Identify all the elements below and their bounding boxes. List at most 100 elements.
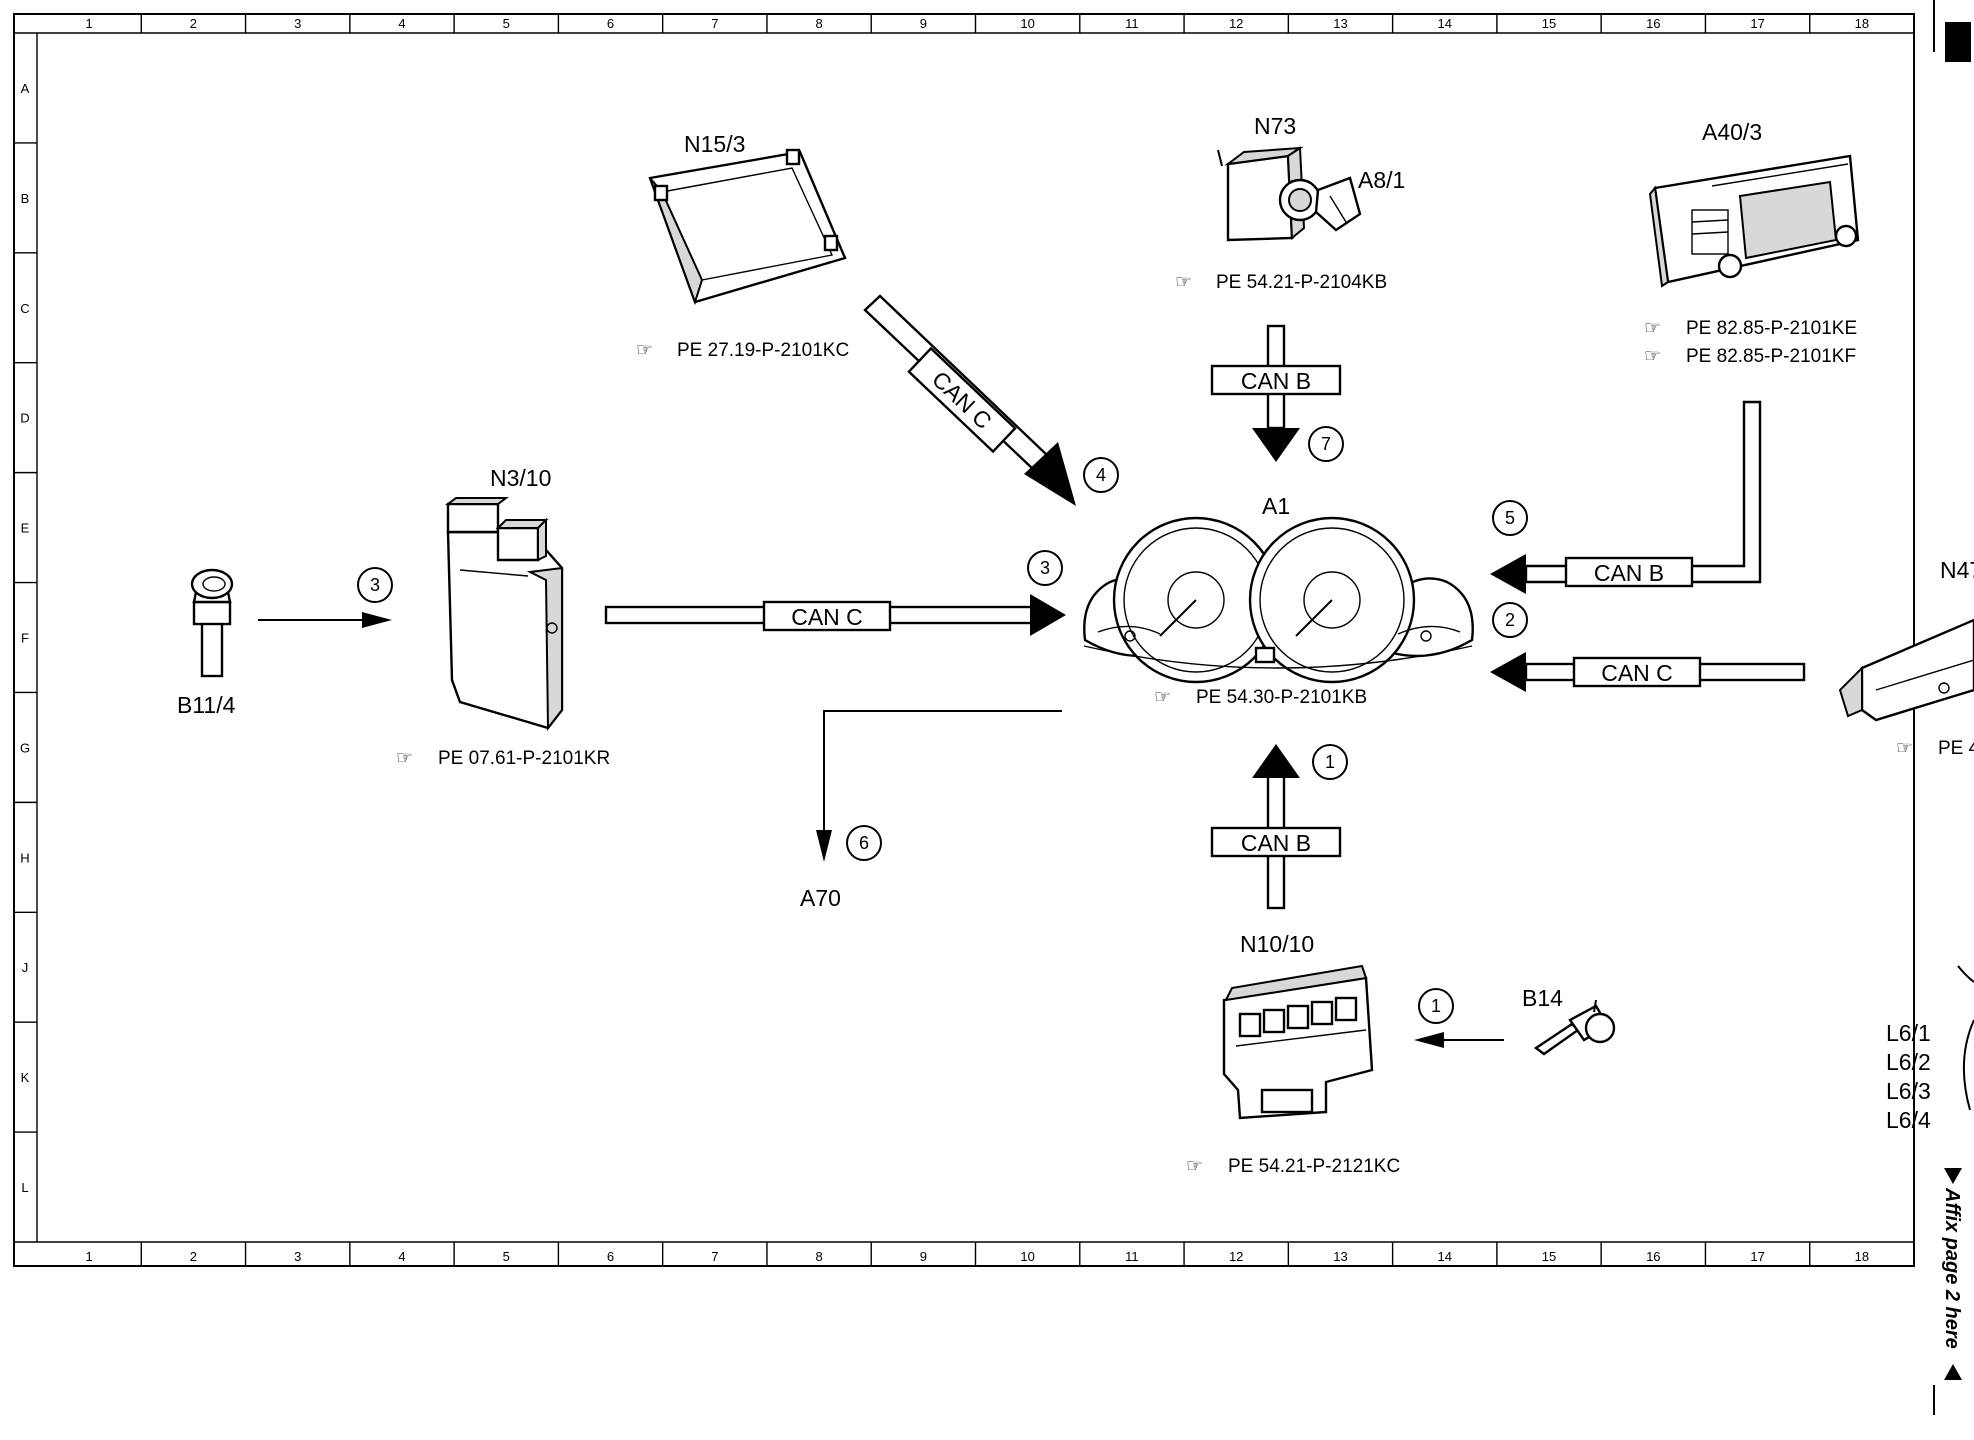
a1-ref-text: PE 54.30-P-2101KB	[1196, 687, 1367, 708]
marker-2-text: 2	[1505, 610, 1515, 630]
n73-label: N73	[1254, 113, 1296, 139]
arrow-head-icon	[362, 612, 392, 628]
grid-row-label: H	[20, 850, 29, 865]
grid-column-label-top: 17	[1750, 16, 1764, 31]
signal-a1-to-a70: A70	[800, 710, 1062, 911]
a40-3-ref1-text: PE 82.85-P-2101KE	[1686, 318, 1857, 339]
bus-can-b-n10-10: CAN B	[1210, 744, 1342, 910]
signal-b11-4-to-n3-10	[258, 612, 392, 628]
marker-7-text: 7	[1321, 434, 1331, 454]
component-a1: A1 ☞ PE 54.30-P-2101KB	[1083, 493, 1474, 708]
grid-column-label-bottom: 14	[1438, 1249, 1452, 1264]
arrow-head-icon	[1490, 554, 1526, 594]
a40-3-label: A40/3	[1702, 119, 1762, 145]
n47-module-icon	[1838, 618, 1974, 722]
marker-1-b14-text: 1	[1431, 996, 1441, 1016]
can-b-n10-10-label: CAN B	[1241, 830, 1311, 856]
grid-column-label-top: 10	[1020, 16, 1034, 31]
instrument-cluster-icon	[1083, 516, 1474, 684]
n47-ref-text: PE 4	[1938, 738, 1974, 759]
pointing-hand-icon: ☞	[1644, 318, 1661, 339]
grid-column-label-bottom: 11	[1125, 1249, 1139, 1264]
pointing-hand-icon: ☞	[1896, 738, 1913, 759]
triangle-up-icon	[1944, 1364, 1962, 1380]
marker-1-a1: 1	[1312, 744, 1348, 780]
grid-column-label-bottom: 7	[711, 1249, 718, 1264]
marker-5: 5	[1492, 500, 1528, 536]
grid-column-label-bottom: 4	[398, 1249, 405, 1264]
grid-column-label-top: 12	[1229, 16, 1243, 31]
marker-3-b11-4-text: 3	[370, 575, 380, 595]
marker-1-b14: 1	[1418, 988, 1454, 1024]
grid-column-label-top: 3	[294, 16, 301, 31]
n3-10-ref: ☞ PE 07.61-P-2101KR	[396, 748, 610, 769]
n73-ref: ☞ PE 54.21-P-2104KB	[1175, 272, 1387, 293]
grid-column-label-bottom: 10	[1020, 1249, 1034, 1264]
triangle-down-icon	[1944, 1168, 1962, 1184]
marker-3-a1-text: 3	[1040, 558, 1050, 578]
marker-1-a1-text: 1	[1325, 752, 1335, 772]
grid-column-label-top: 15	[1542, 16, 1556, 31]
grid-column-label-bottom: 17	[1750, 1249, 1764, 1264]
ignition-switch-icon	[1217, 146, 1362, 242]
l6-3-label: L6/3	[1886, 1078, 1931, 1104]
black-tab	[1945, 22, 1971, 62]
n15-3-ref: ☞ PE 27.19-P-2101KC	[636, 340, 849, 361]
n3-10-label: N3/10	[490, 465, 551, 491]
grid-column-label-top: 2	[190, 16, 197, 31]
grid-row-label: J	[22, 960, 29, 975]
grid-column-label-top: 13	[1333, 16, 1347, 31]
grid-row-label: D	[20, 411, 29, 426]
component-b11-4: B11/4	[177, 568, 236, 718]
grid-column-label-top: 16	[1646, 16, 1660, 31]
arrow-head-icon	[1414, 1032, 1444, 1048]
marker-4-text: 4	[1096, 465, 1106, 485]
grid-column-label-top: 14	[1438, 16, 1452, 31]
grid-column-label-top: 1	[86, 16, 93, 31]
grid-column-label-bottom: 9	[920, 1249, 927, 1264]
marker-6: 6	[846, 825, 882, 861]
marker-6-text: 6	[859, 833, 869, 853]
grid-column-label-top: 18	[1855, 16, 1869, 31]
grid-column-label-top: 5	[503, 16, 510, 31]
sam-module-icon	[1222, 964, 1374, 1120]
grid-column-label-top: 9	[920, 16, 927, 31]
bus-can-b-n73: CAN B	[1210, 324, 1342, 462]
grid-row-label: L	[21, 1180, 28, 1195]
grid-column-label-bottom: 8	[815, 1249, 822, 1264]
grid-column-label-bottom: 1	[86, 1249, 93, 1264]
component-n3-10: N3/10 ☞ PE 07.61-P-2101KR	[396, 465, 610, 769]
grid-column-label-bottom: 3	[294, 1249, 301, 1264]
affix-page-text: Affix page 2 here	[1941, 1187, 1963, 1349]
grid-column-label-top: 7	[711, 16, 718, 31]
grid-column-label-top: 8	[815, 16, 822, 31]
l6-2-label: L6/2	[1886, 1049, 1931, 1075]
grid-row-label: F	[21, 631, 29, 646]
can-b-a40-3-label: CAN B	[1594, 560, 1664, 586]
pointing-hand-icon: ☞	[1154, 687, 1171, 708]
grid-row-label: E	[21, 521, 30, 536]
grid-column-label-bottom: 16	[1646, 1249, 1660, 1264]
can-b-n73-label: CAN B	[1241, 368, 1311, 394]
component-a40-3: A40/3 ☞ PE 82.85-P-2101KE ☞ PE 82.85-P-2…	[1644, 119, 1860, 367]
bus-can-c-n3-10: CAN C	[604, 594, 1066, 636]
l6-4-label: L6/4	[1886, 1107, 1931, 1133]
grid-column-label-bottom: 13	[1333, 1249, 1347, 1264]
grid-column-label-bottom: 18	[1855, 1249, 1869, 1264]
diagram-frame	[13, 13, 1915, 1267]
component-b14: B14	[1522, 985, 1616, 1056]
grid-column-label-bottom: 6	[607, 1249, 614, 1264]
bus-can-c-n47: CAN C	[1490, 652, 1806, 692]
bus-can-b-a40-3: CAN B	[1490, 400, 1762, 594]
a1-ref: ☞ PE 54.30-P-2101KB	[1154, 687, 1367, 708]
outside-temp-sensor-icon	[1533, 999, 1616, 1056]
n3-10-ref-text: PE 07.61-P-2101KR	[438, 748, 610, 769]
bus-can-c-n15-3: CAN C	[863, 294, 1076, 506]
a40-3-ref2-text: PE 82.85-P-2101KF	[1686, 346, 1856, 367]
n10-10-ref-text: PE 54.21-P-2121KC	[1228, 1156, 1400, 1177]
grid-row-label: A	[21, 81, 30, 96]
n10-10-label: N10/10	[1240, 931, 1314, 957]
n15-3-module-icon	[648, 148, 847, 306]
